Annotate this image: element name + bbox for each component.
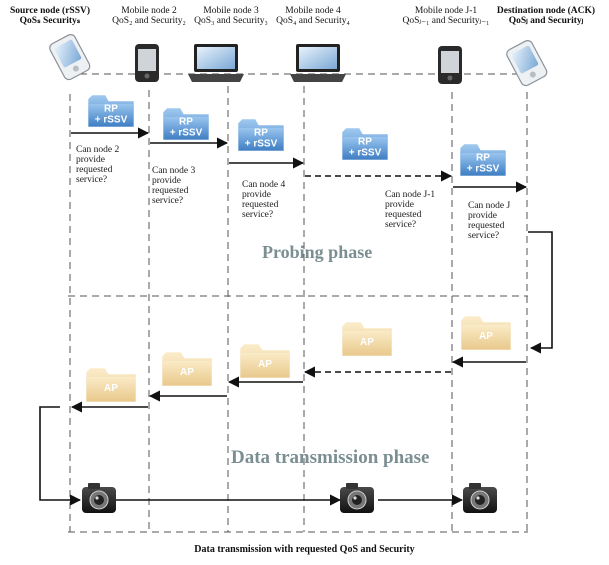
ack-arrows (70, 356, 526, 413)
probe-folder-icon: RP+ rSSV (87, 94, 135, 128)
ack-folder-icon: AP (85, 367, 137, 403)
header-node2-qos: QoS₂ and Security₂ (112, 16, 186, 26)
ack-folder-icon-label: AP (479, 331, 493, 342)
camera-icon (82, 483, 116, 513)
data-start-arrow (39, 406, 82, 506)
header-nodeJ1: Mobile node J-1 QoSⱼ₋₁ and Securityⱼ₋₁ (396, 6, 496, 26)
header-source-qos: QoSₛ Securityₛ (19, 16, 81, 26)
header-node3: Mobile node 3 QoS₃ and Security₃ (186, 6, 276, 26)
footer-caption: Data transmission with requested QoS and… (194, 544, 415, 555)
probe-folder-icon-label: + rSSV (349, 148, 382, 159)
pda-icon (49, 34, 91, 81)
probe-folder-icon-label: RP (254, 128, 268, 139)
laptop-icon (188, 44, 244, 82)
ack-folder-icon: AP (161, 351, 213, 387)
ack-folder-icon-label: AP (360, 337, 374, 348)
question-nodeJ: Can node J provide requested service? (468, 201, 511, 241)
header-dest-qos: QoSⱼ and Securityⱼ (508, 16, 584, 26)
probe-folder-icon: RP+ rSSV (341, 127, 389, 161)
data-arrows (39, 406, 464, 506)
header-nodeJ1-qos: QoSⱼ₋₁ and Securityⱼ₋₁ (402, 16, 490, 26)
probe-folder-icon-label: RP (179, 117, 193, 128)
header-dest-title: Destination node (ACK) (496, 6, 596, 16)
probing-phase-label: Probing phase (262, 242, 373, 262)
header-node2: Mobile node 2 QoS₂ and Security₂ (104, 6, 194, 26)
question-node3: Can node 3 provide requested service? (152, 166, 196, 206)
header-node4-qos: QoS₄ and Security₄ (276, 16, 350, 26)
ack-folder-icon: AP (460, 315, 512, 351)
probe-folder-icon-label: RP (104, 104, 118, 115)
probe-folder-icon-label: + rSSV (95, 115, 128, 126)
header-source: Source node (rSSV) QoSₛ Securityₛ (2, 6, 98, 26)
header-node3-qos: QoS₃ and Security₃ (194, 16, 268, 26)
probe-folder-icon-label: + rSSV (467, 164, 500, 175)
data-phase-label: Data transmission phase (231, 447, 430, 468)
ack-folder-icon-label: AP (258, 359, 272, 370)
smartphone-icon (438, 46, 462, 84)
question-node4: Can node 4 provide requested service? (242, 180, 286, 220)
probe-folder-icon-label: RP (358, 137, 372, 148)
laptop-icon (290, 44, 346, 82)
header-node4: Mobile node 4 QoS₄ and Security₄ (268, 6, 358, 26)
probe-folder-icon-label: RP (476, 153, 490, 164)
camera-icon (340, 483, 374, 513)
header-node4-title: Mobile node 4 (285, 6, 341, 16)
ack-folder-icon: AP (239, 343, 291, 379)
header-node3-title: Mobile node 3 (203, 6, 259, 16)
header-nodeJ1-title: Mobile node J-1 (414, 6, 478, 16)
probe-arrows (71, 127, 553, 354)
ack-folder-icon-label: AP (104, 383, 118, 394)
probe-folder-icon-label: + rSSV (170, 128, 203, 139)
question-nodeJ1: Can node J-1 provide requested service? (385, 190, 436, 230)
header-dest: Destination node (ACK) QoSⱼ and Security… (486, 6, 606, 26)
probe-folder-icon-label: + rSSV (245, 139, 278, 150)
probe-folder-icon: RP+ rSSV (237, 118, 285, 152)
pda-icon (506, 40, 548, 87)
header-source-title: Source node (rSSV) (9, 6, 91, 16)
header-node2-title: Mobile node 2 (121, 6, 177, 16)
probe-folder-icon: RP+ rSSV (459, 143, 507, 177)
probe-folder-icon: RP+ rSSV (162, 107, 210, 141)
question-node2: Can node 2 provide requested service? (76, 145, 120, 185)
ack-folder-icon-label: AP (180, 367, 194, 378)
turnaround-arrow (528, 231, 553, 354)
camera-icon (463, 483, 497, 513)
ack-folder-icon: AP (341, 321, 393, 357)
smartphone-icon (135, 44, 159, 82)
